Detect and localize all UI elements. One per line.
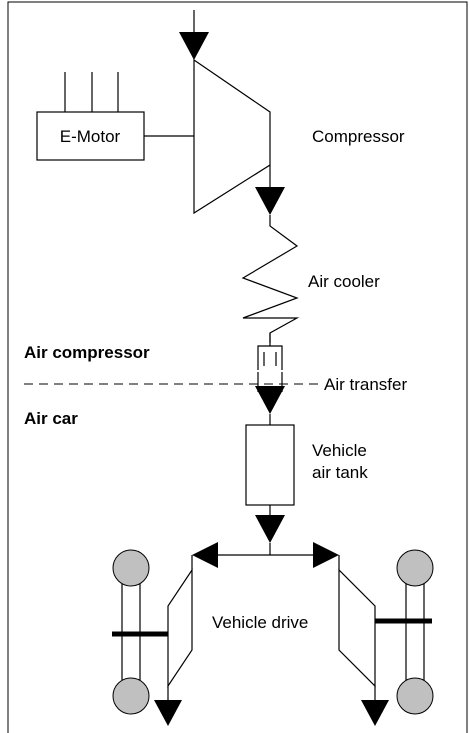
compressor-label: Compressor [312, 127, 405, 146]
right-drive-arrow [313, 542, 339, 568]
air-transfer-label: Air transfer [324, 375, 407, 394]
air-cooler-coil [241, 215, 300, 343]
transfer-arrow [255, 386, 285, 414]
air-car-label: Air car [24, 409, 78, 428]
emotor-label: E-Motor [60, 127, 121, 146]
left-exhaust-arrow [154, 700, 182, 726]
compressor-outlet-arrow [255, 187, 285, 215]
left-drive-arrow [192, 542, 218, 568]
right-wheel-bottom [396, 677, 434, 715]
right-exhaust-arrow [361, 700, 389, 726]
inlet-arrow [179, 32, 209, 60]
air-cooler-label: Air cooler [308, 272, 380, 291]
left-wheel-top [112, 549, 150, 587]
vehicle-air-tank [245, 424, 295, 506]
frame-border [7, 1, 468, 733]
right-drive-motor [338, 568, 376, 688]
air-compressor-label: Air compressor [24, 343, 150, 362]
vehicle-tank-label-line2: air tank [312, 463, 368, 482]
coupling-upper [257, 345, 283, 370]
tank-outlet-arrow [255, 515, 285, 543]
right-wheel-top [396, 549, 434, 587]
vehicle-drive-label: Vehicle drive [212, 613, 308, 632]
left-drive-motor [167, 568, 193, 688]
vehicle-tank-label-line1: Vehicle [312, 441, 367, 460]
left-wheel-bottom [112, 677, 150, 715]
